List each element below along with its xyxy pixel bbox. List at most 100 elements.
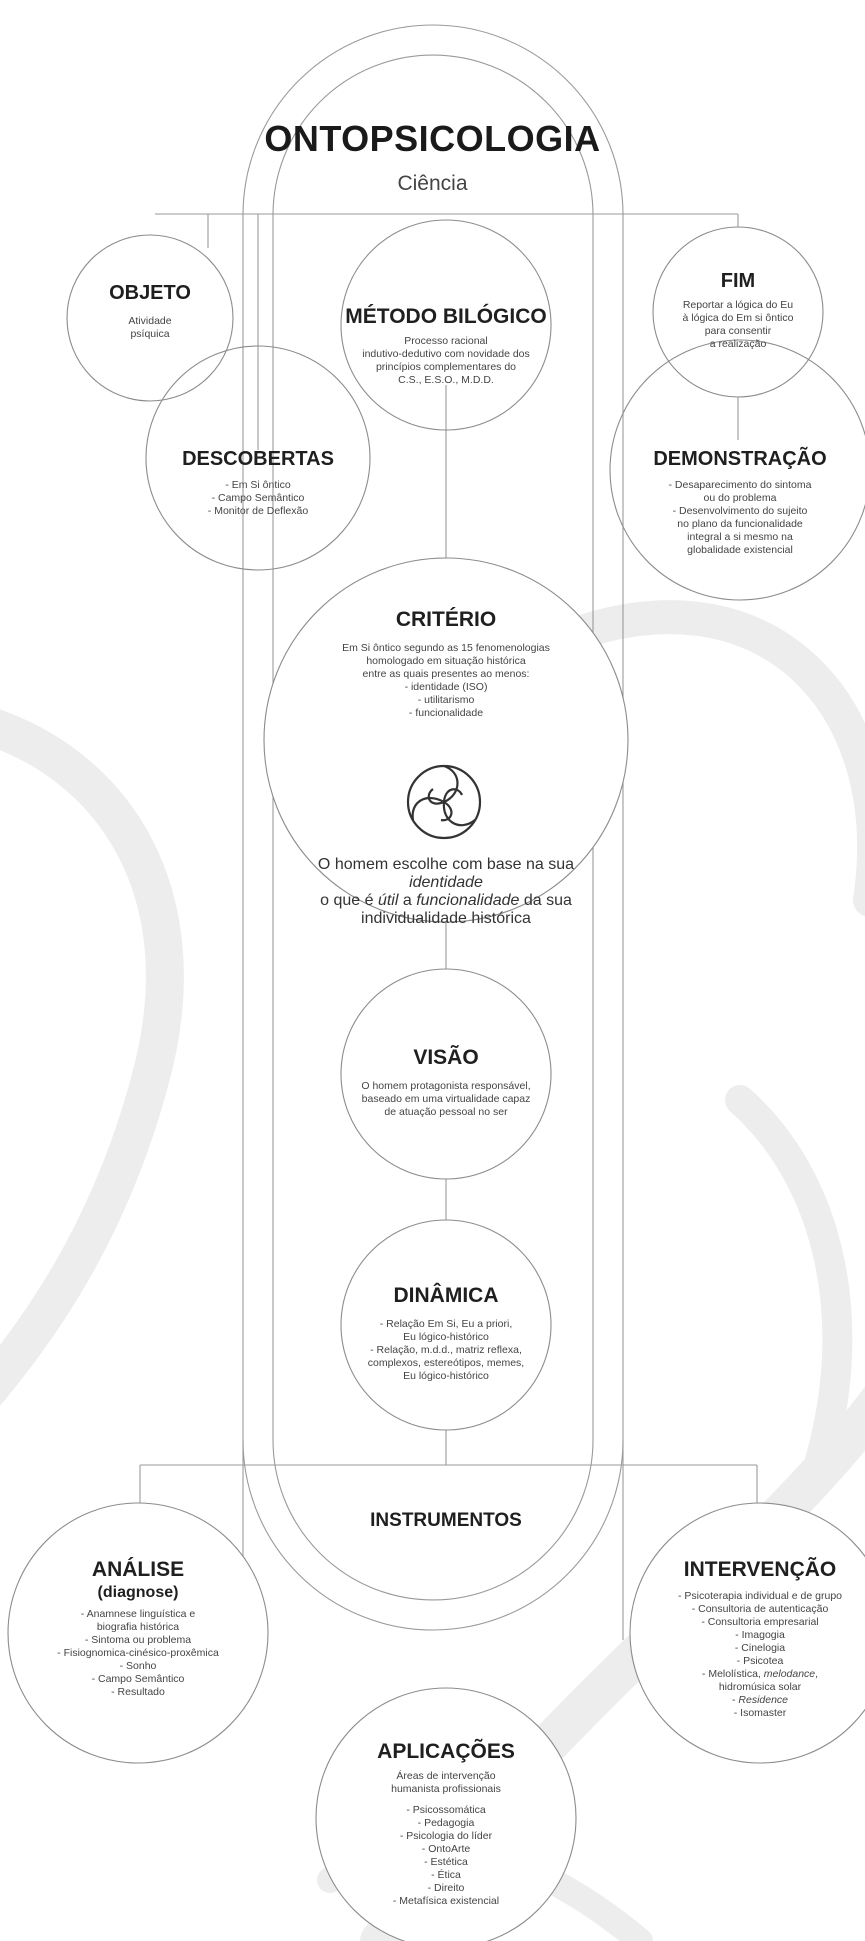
demonstracao-item: - Desenvolvimento do sujeito: [672, 505, 808, 517]
criterio-text-line: - funcionalidade: [408, 707, 484, 719]
bottom-outer-arch: [242, 1439, 624, 1631]
demonstracao-node: DEMONSTRAÇÃO - Desaparecimento do sintom…: [630, 448, 850, 557]
aplicacoes-item: - Metafísica existencial: [392, 1895, 500, 1907]
criterio-footer-part: o que é: [320, 892, 378, 909]
criterio-text-line: - identidade (ISO): [404, 681, 488, 693]
analise-item: - Campo Semântico: [91, 1673, 185, 1685]
visao-node: VISÃO O homem protagonista responsável, …: [341, 1046, 551, 1119]
intervencao-item: - Consultoria empresarial: [701, 1616, 819, 1628]
aplicacoes-item: - Psicossomática: [406, 1804, 486, 1816]
page-title: ONTOPSICOLOGIA: [264, 118, 601, 159]
demonstracao-item: globalidade existencial: [687, 544, 793, 556]
visao-text-line: O homem protagonista responsável,: [361, 1080, 531, 1092]
visao-text-line: de atuação pessoal no ser: [384, 1106, 508, 1118]
descobertas-item: - Em Si ôntico: [225, 479, 291, 491]
intervencao-item: - Cinelogia: [734, 1642, 786, 1654]
analise-item: - Sonho: [119, 1660, 157, 1672]
metodo-node: MÉTODO BILÓGICO Processo racional induti…: [316, 305, 576, 387]
visao-text-line: baseado em uma virtualidade capaz: [361, 1093, 531, 1105]
instrumentos-title: INSTRUMENTOS: [370, 1510, 522, 1531]
metodo-text-line: indutivo-dedutivo com novidade dos: [362, 348, 530, 360]
intervencao-item: - Consultoria de autenticação: [691, 1603, 829, 1615]
analise-subtitle: (diagnose): [97, 1584, 179, 1601]
criterio-text-line: - utilitarismo: [417, 694, 475, 706]
instrumentos-node: INSTRUMENTOS: [326, 1510, 566, 1532]
intervencao-node: INTERVENÇÃO - Psicoterapia individual e …: [640, 1558, 865, 1720]
dinamica-title: DINÂMICA: [393, 1284, 499, 1307]
fim-text-line: a realização: [709, 338, 767, 350]
demonstracao-circle: [609, 339, 865, 601]
criterio-footer-part: O homem escolhe com base na sua: [317, 856, 575, 873]
intervencao-item: - Psicotea: [736, 1655, 784, 1667]
dinamica-text-line: Eu lógico-histórico: [403, 1331, 489, 1343]
intervencao-item-part: Residence: [738, 1694, 789, 1706]
descobertas-node: DESCOBERTAS - Em Si ôntico - Campo Semân…: [168, 448, 348, 518]
criterio-footer-part: a: [398, 892, 417, 909]
criterio-footer-part: útil: [377, 892, 399, 909]
intervencao-circle: [629, 1502, 865, 1764]
aplicacoes-item: - Psicologia do líder: [399, 1830, 493, 1842]
analise-title: ANÁLISE: [91, 1558, 185, 1581]
aplicacoes-node: APLICAÇÕES Áreas de intervenção humanist…: [326, 1740, 566, 1908]
aplicacoes-circle: [315, 1687, 577, 1941]
criterio-text-line: Em Si ôntico segundo as 15 fenomenologia…: [342, 642, 550, 654]
fim-text-line: Reportar a lógica do Eu: [682, 299, 794, 311]
aplicacoes-title: APLICAÇÕES: [377, 1740, 515, 1763]
objeto-text-line: Atividade: [128, 315, 172, 327]
intervencao-item-part: melodance: [763, 1668, 816, 1680]
bottom-inner-arch: [272, 1439, 594, 1601]
criterio-text-line: entre as quais presentes ao menos:: [362, 668, 530, 680]
fim-text-line: para consentir: [704, 325, 772, 337]
criterio-title: CRITÉRIO: [395, 608, 497, 631]
objeto-circle: [66, 234, 234, 402]
dinamica-circle: [340, 1219, 552, 1431]
descobertas-item: - Monitor de Deflexão: [207, 505, 309, 517]
analise-item: biografia histórica: [96, 1621, 180, 1633]
intervencao-item-part: ,: [815, 1668, 819, 1680]
aplicacoes-intro-line: humanista profissionais: [391, 1783, 501, 1795]
criterio-footer-part: individualidade histórica: [361, 910, 531, 927]
aplicacoes-item: - Estética: [424, 1856, 468, 1868]
objeto-title: OBJETO: [109, 282, 191, 304]
criterio-node: CRITÉRIO Em Si ôntico segundo as 15 feno…: [296, 608, 596, 720]
intervencao-item: hidromúsica solar: [718, 1681, 802, 1693]
descobertas-circle: [145, 345, 371, 571]
triskelion-circle-icon: [406, 764, 482, 840]
fim-circle: [652, 226, 824, 398]
fim-text-line: à lógica do Em si ôntico: [682, 312, 794, 324]
criterio-footer: O homem escolhe com base na sua identida…: [296, 856, 596, 928]
demonstracao-title: DEMONSTRAÇÃO: [653, 448, 827, 470]
metodo-text-line: princípios complementares do: [375, 361, 517, 373]
descobertas-title: DESCOBERTAS: [182, 448, 334, 470]
intervencao-item-part: -: [731, 1694, 739, 1706]
dinamica-node: DINÂMICA - Relação Em Si, Eu a priori, E…: [341, 1284, 551, 1383]
top-outer-arch: [242, 24, 624, 216]
aplicacoes-item: - Direito: [427, 1882, 465, 1894]
top-inner-arch: [272, 54, 594, 216]
intervencao-item: - Isomaster: [733, 1707, 787, 1719]
aplicacoes-item: - Ética: [431, 1869, 461, 1881]
intervencao-item-part: - Melolística,: [701, 1668, 764, 1680]
dinamica-text-line: - Relação Em Si, Eu a priori,: [379, 1318, 513, 1330]
intervencao-item: - Imagogia: [735, 1629, 785, 1641]
objeto-node: OBJETO Atividade psíquica: [80, 282, 220, 341]
analise-circle: [7, 1502, 269, 1764]
descobertas-item: - Campo Semântico: [211, 492, 305, 504]
demonstracao-item: integral a si mesmo na: [687, 531, 793, 543]
analise-item: - Sintoma ou problema: [84, 1634, 192, 1646]
analise-item: - Fisiognomica-cinésico-proxêmica: [57, 1647, 219, 1659]
aplicacoes-item: - Pedagogia: [417, 1817, 475, 1829]
demonstracao-item: - Desaparecimento do sintoma: [668, 479, 812, 491]
criterio-text-line: homologado em situação histórica: [366, 655, 526, 667]
fim-node: FIM Reportar a lógica do Eu à lógica do …: [658, 270, 818, 351]
criterio-footer-part: funcionalidade: [416, 892, 520, 909]
metodo-text-line: Processo racional: [404, 335, 488, 347]
dinamica-text-line: complexos, estereótipos, memes,: [367, 1357, 525, 1369]
page-subtitle: Ciência: [397, 172, 468, 195]
visao-title: VISÃO: [413, 1046, 479, 1069]
criterio-footer-part: da sua: [519, 892, 572, 909]
dinamica-text-line: Eu lógico-histórico: [403, 1370, 489, 1382]
intervencao-title: INTERVENÇÃO: [683, 1558, 837, 1581]
demonstracao-item: no plano da funcionalidade: [677, 518, 803, 530]
